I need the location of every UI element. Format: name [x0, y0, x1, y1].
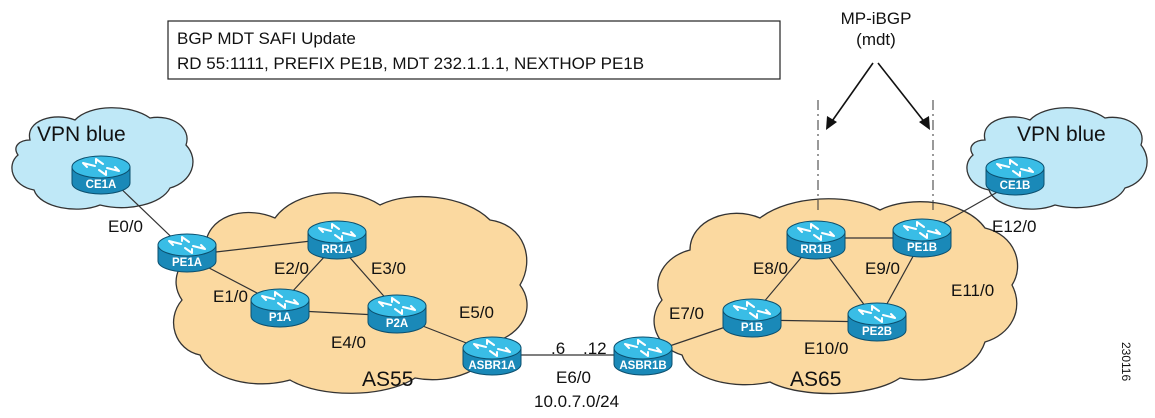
mdt-label: (mdt): [856, 30, 896, 49]
interface-e6: E6/0: [556, 368, 591, 387]
bgp-update-title: BGP MDT SAFI Update: [177, 29, 356, 48]
interface-e3: E3/0: [371, 259, 406, 278]
router-pe2b: PE2B: [847, 302, 907, 342]
as55-label: AS55: [362, 368, 413, 391]
as65-label: AS65: [790, 368, 841, 391]
interface-e11: E11/0: [951, 281, 994, 300]
router-rr1b-label: RR1B: [800, 244, 831, 256]
bgp-update-box: BGP MDT SAFI Update RD 55:1111, PREFIX P…: [167, 20, 781, 80]
router-p2a-label: P2A: [386, 318, 408, 330]
router-pe1b-label: PE1B: [907, 242, 937, 254]
interface-e8: E8/0: [753, 259, 788, 278]
link-address-asbr1b: .12: [583, 339, 607, 358]
interface-e12: E12/0: [992, 217, 1036, 236]
interface-e4: E4/0: [331, 333, 366, 352]
vpn-blue-right-label: VPN blue: [1017, 123, 1106, 146]
link-address-asbr1a: .6: [551, 339, 565, 358]
router-pe1b: PE1B: [892, 218, 952, 258]
router-rr1a-label: RR1A: [321, 244, 352, 256]
router-asbr1a-label: ASBR1A: [468, 360, 515, 372]
interface-e5: E5/0: [459, 303, 494, 322]
interface-e10: E10/0: [804, 339, 848, 358]
interface-e9: E9/0: [865, 259, 900, 278]
router-asbr1b-label: ASBR1B: [619, 360, 666, 372]
interface-e0: E0/0: [108, 217, 143, 236]
router-ce1b-label: CE1B: [1000, 180, 1031, 192]
router-pe2b-label: PE2B: [862, 326, 892, 338]
vpn-blue-left-label: VPN blue: [37, 123, 126, 146]
mp-ibgp-label: MP-iBGP: [841, 9, 912, 28]
mp-ibgp-indicator: MP-iBGP (mdt): [817, 9, 934, 210]
router-rr1a: RR1A: [307, 220, 367, 260]
router-ce1a: CE1A: [71, 155, 131, 195]
bgp-update-details: RD 55:1111, PREFIX PE1B, MDT 232.1.1.1, …: [177, 54, 644, 73]
router-asbr1a: ASBR1A: [462, 336, 522, 376]
interface-e1: E1/0: [213, 287, 248, 306]
mdt-arrow-left: [829, 62, 874, 125]
router-rr1b: RR1B: [786, 220, 846, 260]
router-p1b: P1B: [722, 298, 782, 338]
figure-id: 230116: [1119, 342, 1133, 381]
interface-e2: E2/0: [274, 259, 309, 278]
mdt-arrow-right: [877, 62, 927, 125]
router-asbr1b: ASBR1B: [613, 336, 673, 376]
router-p1b-label: P1B: [741, 322, 763, 334]
router-ce1b: CE1B: [985, 156, 1045, 196]
router-pe1a: PE1A: [157, 233, 217, 273]
interface-labels: E0/0 E1/0 E2/0 E3/0 E4/0 E5/0 E6/0 E7/0 …: [108, 217, 1036, 387]
interface-e7: E7/0: [669, 304, 704, 323]
subnet-label: 10.0.7.0/24: [534, 392, 619, 411]
router-ce1a-label: CE1A: [86, 179, 117, 191]
router-p1a-label: P1A: [269, 312, 291, 324]
router-pe1a-label: PE1A: [172, 257, 202, 269]
router-p1a: P1A: [250, 288, 310, 328]
router-p2a: P2A: [367, 294, 427, 334]
